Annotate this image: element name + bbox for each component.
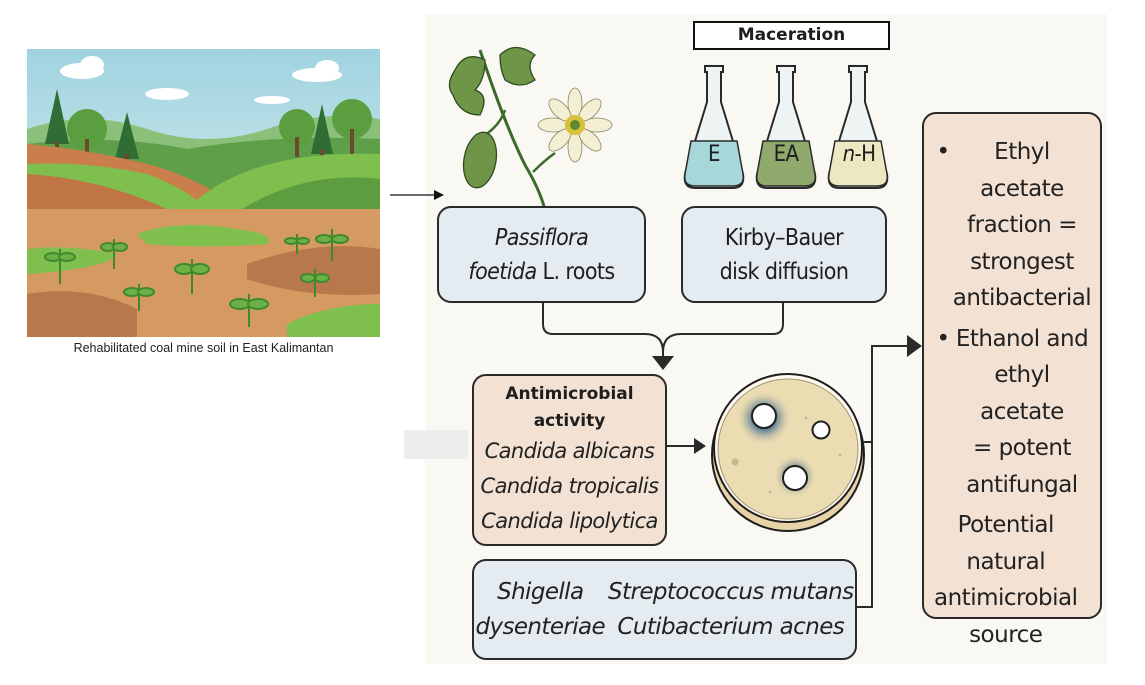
plant-genus: Passiflora [494,224,589,251]
flask-ethyl-acetate-icon [755,65,817,189]
flask-n-hexane-icon [827,65,889,189]
passiflora-plant-icon [448,46,613,210]
results-connector [857,335,922,608]
bacteria-name: Streptococcus mutans [608,578,854,605]
plant-part: L. roots [536,258,616,285]
method-box: Kirby–Bauer disk diffusion [681,206,887,303]
antimicrobial-title-1: Antimicrobial [505,384,634,404]
solvent-flasks [683,65,889,189]
fungal-species: Candida lipolytica [481,509,658,533]
petri-dish-icon [711,373,865,532]
landscape-illustration [27,49,380,337]
results-box: • Ethyl acetate fraction = strongest ant… [922,112,1102,648]
flask-ethanol-icon [683,65,745,189]
bacteria-name: Cutibacterium acnes [617,613,845,640]
fungal-species: Candida albicans [484,439,655,463]
flask-label-e: E [708,142,721,167]
bullet-icon: • [936,139,950,165]
maceration-label: Maceration [693,21,890,50]
result-bullet-antifungal: • Ethanol and ethyl acetate = potent ant… [934,321,1092,504]
method-line2: disk diffusion [719,258,849,285]
bacteria-name: dysenteriae [475,613,606,640]
blank-placeholder [404,430,468,459]
result-conclusion: Potential natural antimicrobial source [934,512,1078,648]
result-bullet-antibacterial: • Ethyl acetate fraction = strongest ant… [934,134,1092,317]
arrow-to-petri [666,438,706,454]
method-line1: Kirby–Bauer [724,224,844,251]
antimicrobial-title-2: activity [533,411,606,431]
arrow-landscape-to-plant [390,190,444,200]
antimicrobial-activity-box: Antimicrobial activity Candida albicans … [472,374,667,546]
flask-label-ea: EA [773,142,799,167]
bacteria-col-1: Shigella dysenteriae [475,575,605,645]
landscape-caption: Rehabilitated coal mine soil in East Kal… [73,341,334,355]
bacteria-name: Shigella [497,578,584,605]
fungal-species: Candida tropicalis [480,474,660,498]
cloud-icon [60,56,342,104]
bullet-icon: • [936,325,950,352]
plant-source-box: Passiflora foetida L. roots [437,206,646,303]
merge-connector [542,302,784,370]
bacteria-box: Shigella dysenteriae Streptococcus mutan… [472,559,857,660]
seedling-icon [44,229,349,327]
bacteria-col-2: Streptococcus mutans Cutibacterium acnes [608,575,854,645]
flask-label-nh: n-H [842,142,876,167]
tree-icon [45,89,372,164]
plant-species: foetida [468,258,537,285]
